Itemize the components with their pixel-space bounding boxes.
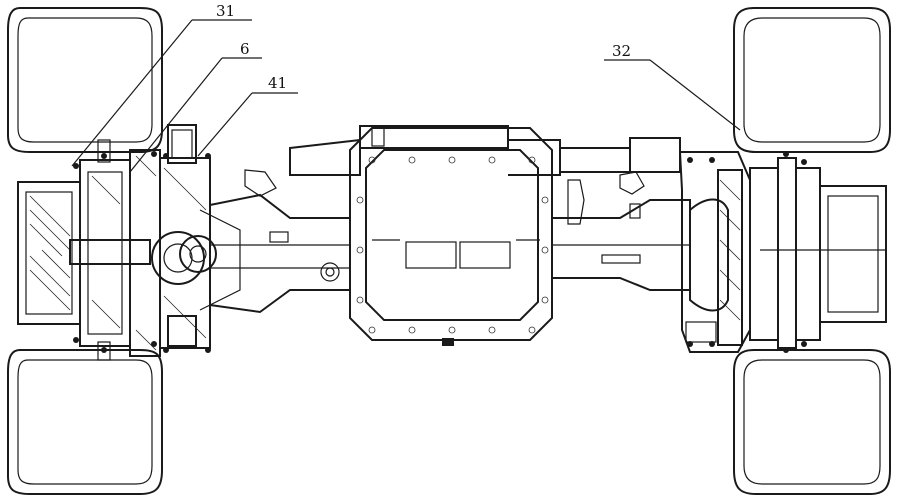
differential-housing — [349, 127, 553, 346]
left-steering-knuckle — [151, 124, 241, 353]
callout-leaders — [71, 19, 741, 173]
callout-32-label: 32 — [612, 42, 631, 60]
callout-31-label: 31 — [216, 2, 235, 20]
axle-housing-left-arm — [209, 169, 351, 314]
tie-rod — [289, 125, 631, 176]
right-tire-lower — [733, 349, 891, 495]
right-steering-knuckle — [629, 137, 751, 353]
right-tire-upper — [733, 7, 891, 153]
right-wheel-hub — [749, 151, 887, 353]
callout-41-label: 41 — [268, 74, 287, 92]
left-tire-upper — [7, 7, 163, 153]
callout-6-label: 6 — [240, 40, 250, 58]
left-hub-hatching — [29, 155, 157, 351]
left-tire-lower — [7, 349, 163, 495]
left-wheel-hub — [17, 139, 161, 361]
axle-housing-right-arm — [552, 171, 691, 291]
